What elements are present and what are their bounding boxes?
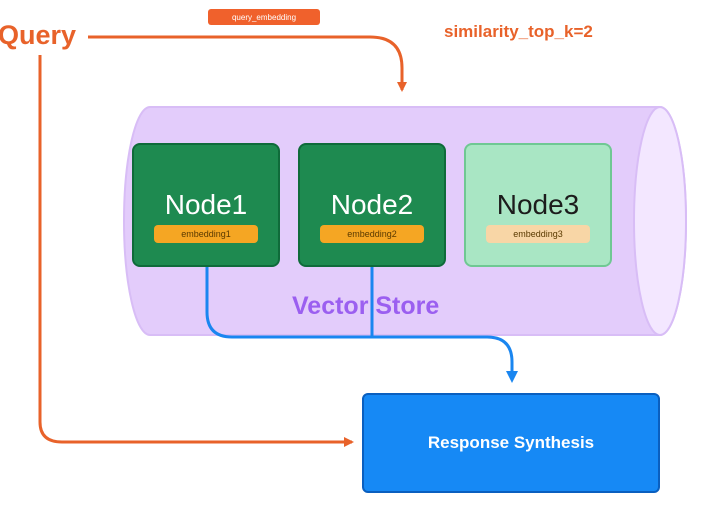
query-embedding-tag: query_embedding <box>208 9 320 25</box>
node3-embedding-tag: embedding3 <box>486 225 590 243</box>
node1-box: Node1 embedding1 <box>132 143 280 267</box>
similarity-top-k-label: similarity_top_k=2 <box>444 22 593 41</box>
node3-label: Node3 <box>496 189 580 220</box>
node1-embedding-tag: embedding1 <box>154 225 258 243</box>
node1-retrieval-arrow <box>205 262 518 383</box>
response-synthesis-label: Response Synthesis <box>427 433 595 452</box>
query-embedding-arrow <box>88 35 407 92</box>
node2-embedding-tag: embedding2 <box>320 225 424 243</box>
node3-box: Node3 embedding3 <box>464 143 612 267</box>
query-label: Query <box>0 20 77 50</box>
vector-store-label: Vector Store <box>292 292 440 320</box>
query-to-synthesis-arrow <box>38 55 354 447</box>
node1-label: Node1 <box>164 189 248 220</box>
response-synthesis-box: Response Synthesis <box>362 393 660 493</box>
node2-label: Node2 <box>330 189 414 220</box>
node2-box: Node2 embedding2 <box>298 143 446 267</box>
